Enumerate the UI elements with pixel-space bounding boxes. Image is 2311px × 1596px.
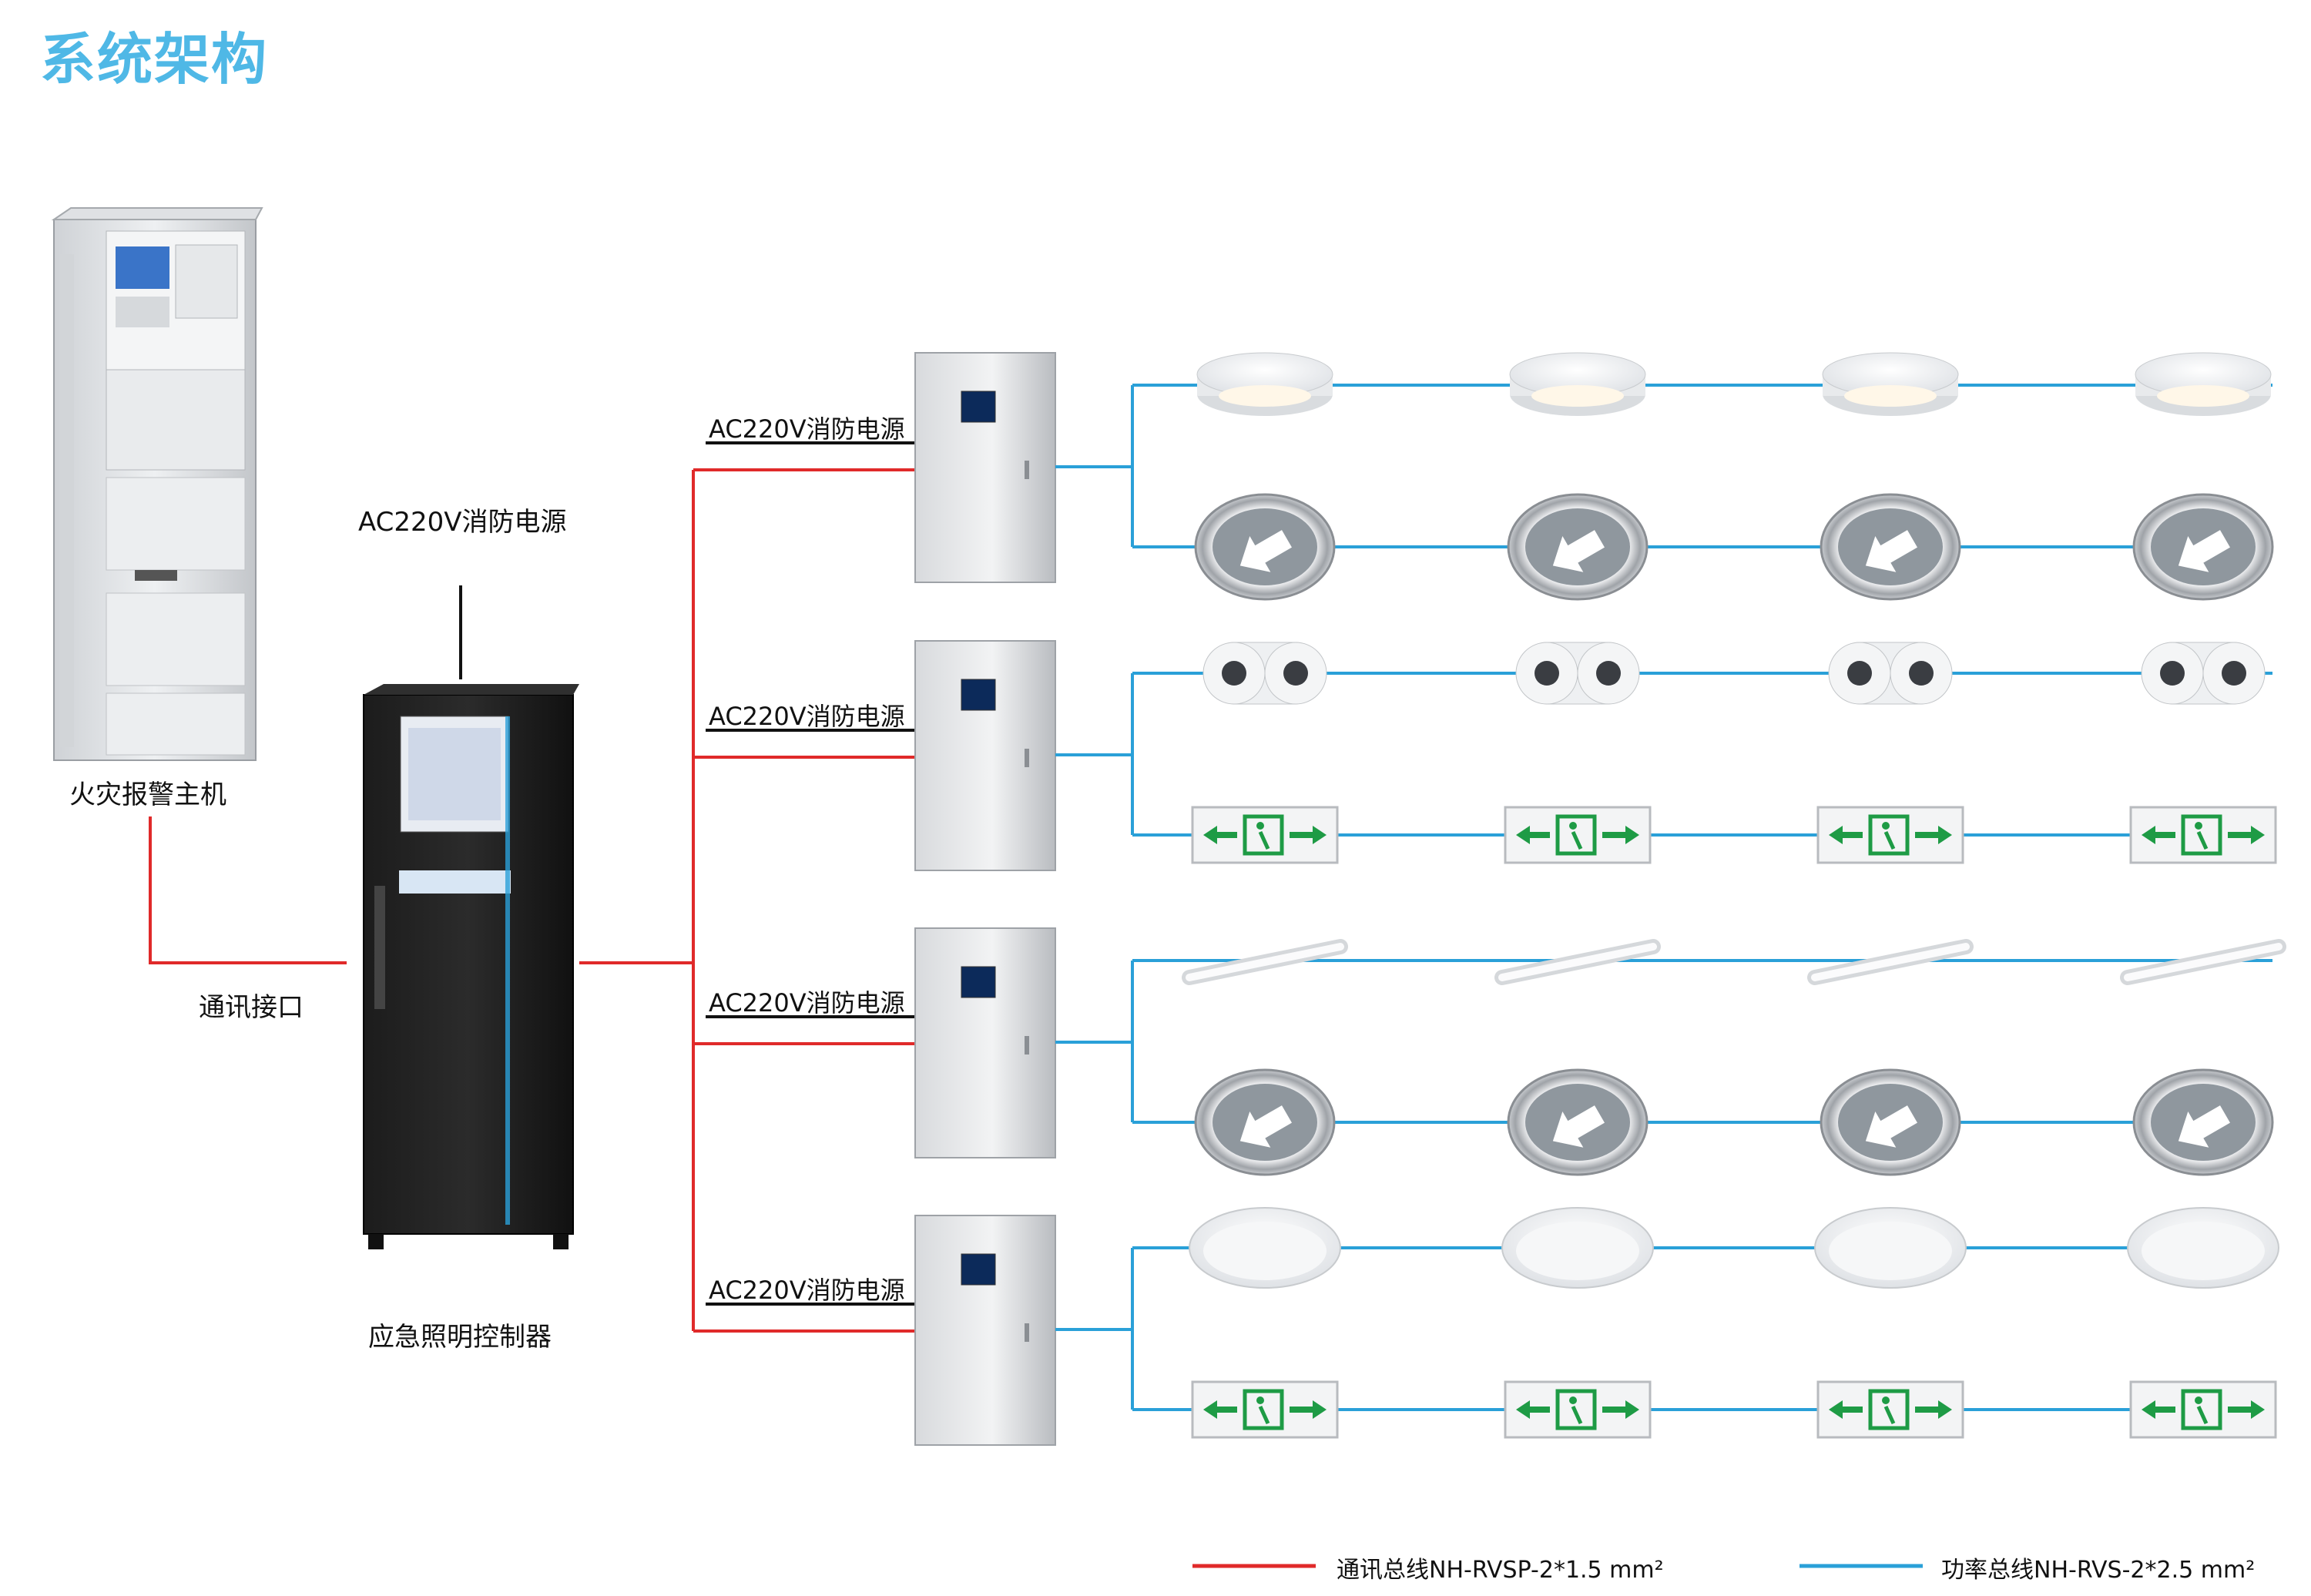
- tube-light-fixture: [1807, 939, 1974, 985]
- exit-sign-fixture: [1816, 806, 1964, 864]
- box-display: [961, 966, 996, 998]
- box-display: [961, 679, 996, 711]
- tube-light-fixture: [1494, 939, 1661, 985]
- box-display: [961, 1253, 996, 1286]
- box-power-label-4: AC220V消防电源: [709, 1276, 905, 1305]
- controller-power-label: AC220V消防电源: [358, 507, 567, 538]
- exit-sign-fixture: [1191, 1380, 1339, 1439]
- floor-arrow-light-fixture: [1507, 1068, 1649, 1176]
- box-handle: [1025, 1036, 1029, 1054]
- flush-ceiling-light-fixture: [1814, 1207, 1967, 1289]
- twin-spot-light-fixture: [1515, 642, 1640, 705]
- distribution-box: [914, 1215, 1056, 1446]
- flush-ceiling-light-fixture: [2127, 1207, 2279, 1289]
- ceiling-light-fixture: [2135, 352, 2272, 416]
- exit-sign-fixture: [1816, 1380, 1964, 1439]
- box-display: [961, 391, 996, 423]
- floor-arrow-light-fixture: [1507, 493, 1649, 601]
- floor-arrow-light-fixture: [1194, 1068, 1336, 1176]
- distribution-box: [914, 640, 1056, 871]
- tube-light-fixture: [1182, 939, 1348, 985]
- floor-arrow-light-fixture: [2132, 493, 2274, 601]
- floor-arrow-light-fixture: [1194, 493, 1336, 601]
- fire-alarm-host-label: 火灾报警主机: [69, 780, 226, 810]
- light-fixtures: [1182, 352, 2286, 1439]
- flush-ceiling-light-fixture: [1189, 1207, 1341, 1289]
- ceiling-light-fixture: [1196, 352, 1333, 416]
- distribution-box: [914, 927, 1056, 1158]
- exit-sign-fixture: [1504, 806, 1652, 864]
- comm-interface-label: 通讯接口: [199, 992, 304, 1023]
- exit-sign-fixture: [2129, 1380, 2277, 1439]
- tube-light-fixture: [2120, 939, 2286, 985]
- box-power-label-1: AC220V消防电源: [709, 414, 905, 444]
- flush-ceiling-light-fixture: [1501, 1207, 1654, 1289]
- box-power-label-2: AC220V消防电源: [709, 702, 905, 731]
- distribution-boxes: [914, 352, 1056, 1446]
- bus-lines: [149, 441, 915, 1333]
- emergency-lighting-controller-cabinet: [363, 684, 579, 1249]
- distribution-box: [914, 352, 1056, 583]
- twin-spot-light-fixture: [1828, 642, 1953, 705]
- fire-alarm-host-cabinet: [51, 207, 263, 761]
- box-power-label-3: AC220V消防电源: [709, 988, 905, 1018]
- floor-arrow-light-fixture: [1820, 1068, 1961, 1176]
- exit-sign-fixture: [2129, 806, 2277, 864]
- exit-sign-fixture: [1191, 806, 1339, 864]
- floor-arrow-light-fixture: [2132, 1068, 2274, 1176]
- emergency-controller-label: 应急照明控制器: [368, 1322, 552, 1353]
- floor-arrow-light-fixture: [1820, 493, 1961, 601]
- box-handle: [1025, 749, 1029, 767]
- legend-comm-label: 通讯总线NH-RVSP-2*1.5 mm²: [1337, 1557, 1664, 1584]
- legend-power-label: 功率总线NH-RVS-2*2.5 mm²: [1941, 1557, 2256, 1584]
- ceiling-light-fixture: [1509, 352, 1646, 416]
- exit-sign-fixture: [1504, 1380, 1652, 1439]
- page-title: 系统架构: [40, 27, 269, 92]
- box-handle: [1025, 1323, 1029, 1342]
- twin-spot-light-fixture: [2141, 642, 2266, 705]
- twin-spot-light-fixture: [1202, 642, 1327, 705]
- ceiling-light-fixture: [1822, 352, 1959, 416]
- box-handle: [1025, 461, 1029, 479]
